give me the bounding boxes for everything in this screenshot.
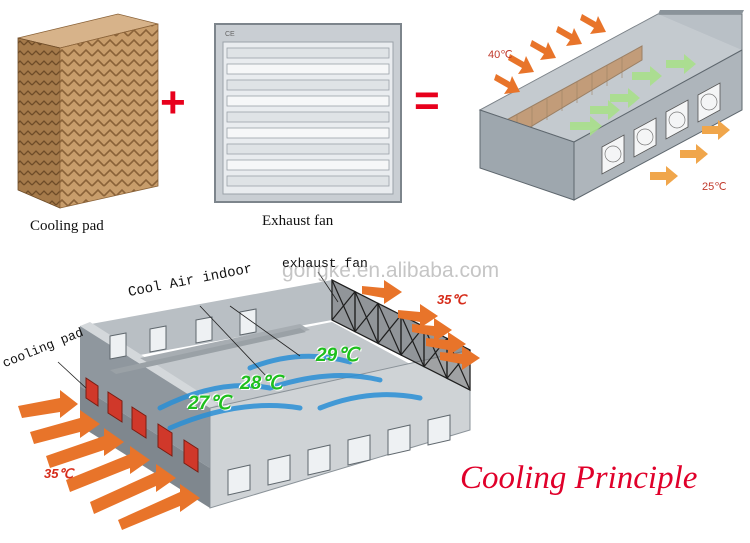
label-exhaust-fan: exhaust fan (282, 256, 368, 271)
indoor-temp-28: 28℃ (240, 373, 283, 394)
equals-sign: = (414, 76, 440, 125)
watermark: gongke.en.alibaba.com (282, 259, 500, 282)
cooling-pad-caption: Cooling pad (30, 218, 104, 234)
greenhouse-diagram: 40℃ 25℃ (462, 10, 748, 206)
greenhouse-inlet-temp: 40℃ (488, 49, 513, 61)
exhaust-fan-caption: Exhaust fan (262, 213, 334, 229)
cooling-pad-image (8, 8, 168, 213)
indoor-temp-29: 29℃ (316, 345, 359, 366)
indoor-temp-27: 27℃ (188, 393, 231, 414)
svg-text:CE: CE (225, 31, 235, 38)
outdoor-temp-right: 35℃ (437, 292, 467, 307)
cooling-principle-title: Cooling Principle (460, 460, 698, 496)
exhaust-fan-image: CE (213, 22, 403, 204)
greenhouse-outlet-temp: 25℃ (702, 181, 727, 193)
building-diagram (0, 258, 750, 538)
outdoor-temp-left: 35℃ (44, 466, 74, 481)
plus-sign: + (160, 78, 186, 127)
